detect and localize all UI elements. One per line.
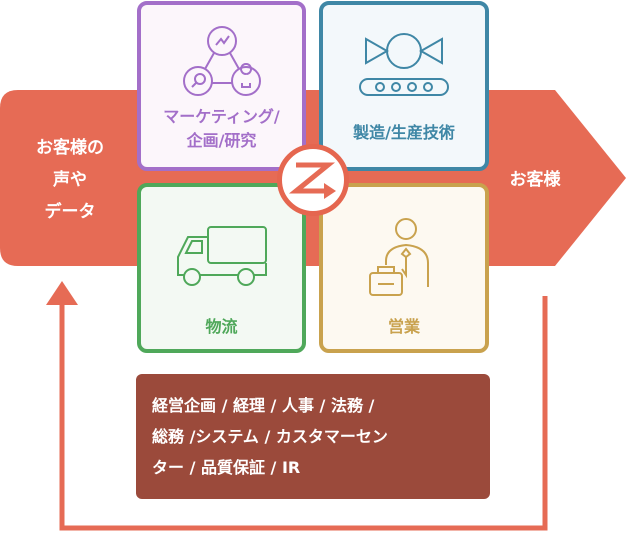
support-departments: 経営企画 / 経理 / 人事 / 法務 / 総務 /システム / カスタマーセン… bbox=[136, 374, 490, 499]
function-label-group: マーケティング/ 企画/研究 bbox=[141, 105, 302, 153]
network-chart-icon bbox=[182, 26, 261, 96]
function-sales: 営業 bbox=[319, 183, 489, 353]
source-label-line: データ bbox=[44, 202, 96, 222]
function-label: 製造/生産技術 bbox=[353, 123, 455, 142]
z-arrow-icon bbox=[288, 162, 336, 199]
target-label: お客様 bbox=[509, 170, 561, 190]
source-label: お客様の 声や データ bbox=[20, 132, 120, 228]
truck-icon bbox=[176, 226, 267, 286]
function-marketing: マーケティング/ 企画/研究 bbox=[137, 1, 306, 171]
function-label-group: 製造/生産技術 bbox=[323, 121, 485, 145]
salesperson-icon bbox=[369, 218, 429, 296]
function-label: 営業 bbox=[387, 317, 420, 336]
function-manufacturing: 製造/生産技術 bbox=[319, 1, 489, 171]
z-flow-hub bbox=[277, 144, 349, 216]
support-departments-line: 総務 /システム / カスタマーセン bbox=[152, 427, 388, 446]
feedback-arrowhead bbox=[46, 281, 78, 305]
support-departments-line: ター / 品質保証 / IR bbox=[152, 458, 301, 477]
function-label: マーケティング/ bbox=[163, 107, 280, 126]
source-label-line: お客様の bbox=[36, 138, 104, 158]
function-label: 物流 bbox=[205, 317, 238, 336]
function-label-group: 営業 bbox=[323, 315, 485, 339]
function-label-group: 物流 bbox=[141, 315, 302, 339]
function-logistics: 物流 bbox=[137, 183, 306, 353]
conveyor-candy-icon bbox=[359, 33, 449, 96]
source-label-line: 声や bbox=[53, 170, 87, 190]
function-label: 企画/研究 bbox=[186, 131, 257, 150]
feedback-loop-line bbox=[59, 296, 548, 531]
support-departments-line: 経営企画 / 経理 / 人事 / 法務 / bbox=[152, 396, 375, 415]
